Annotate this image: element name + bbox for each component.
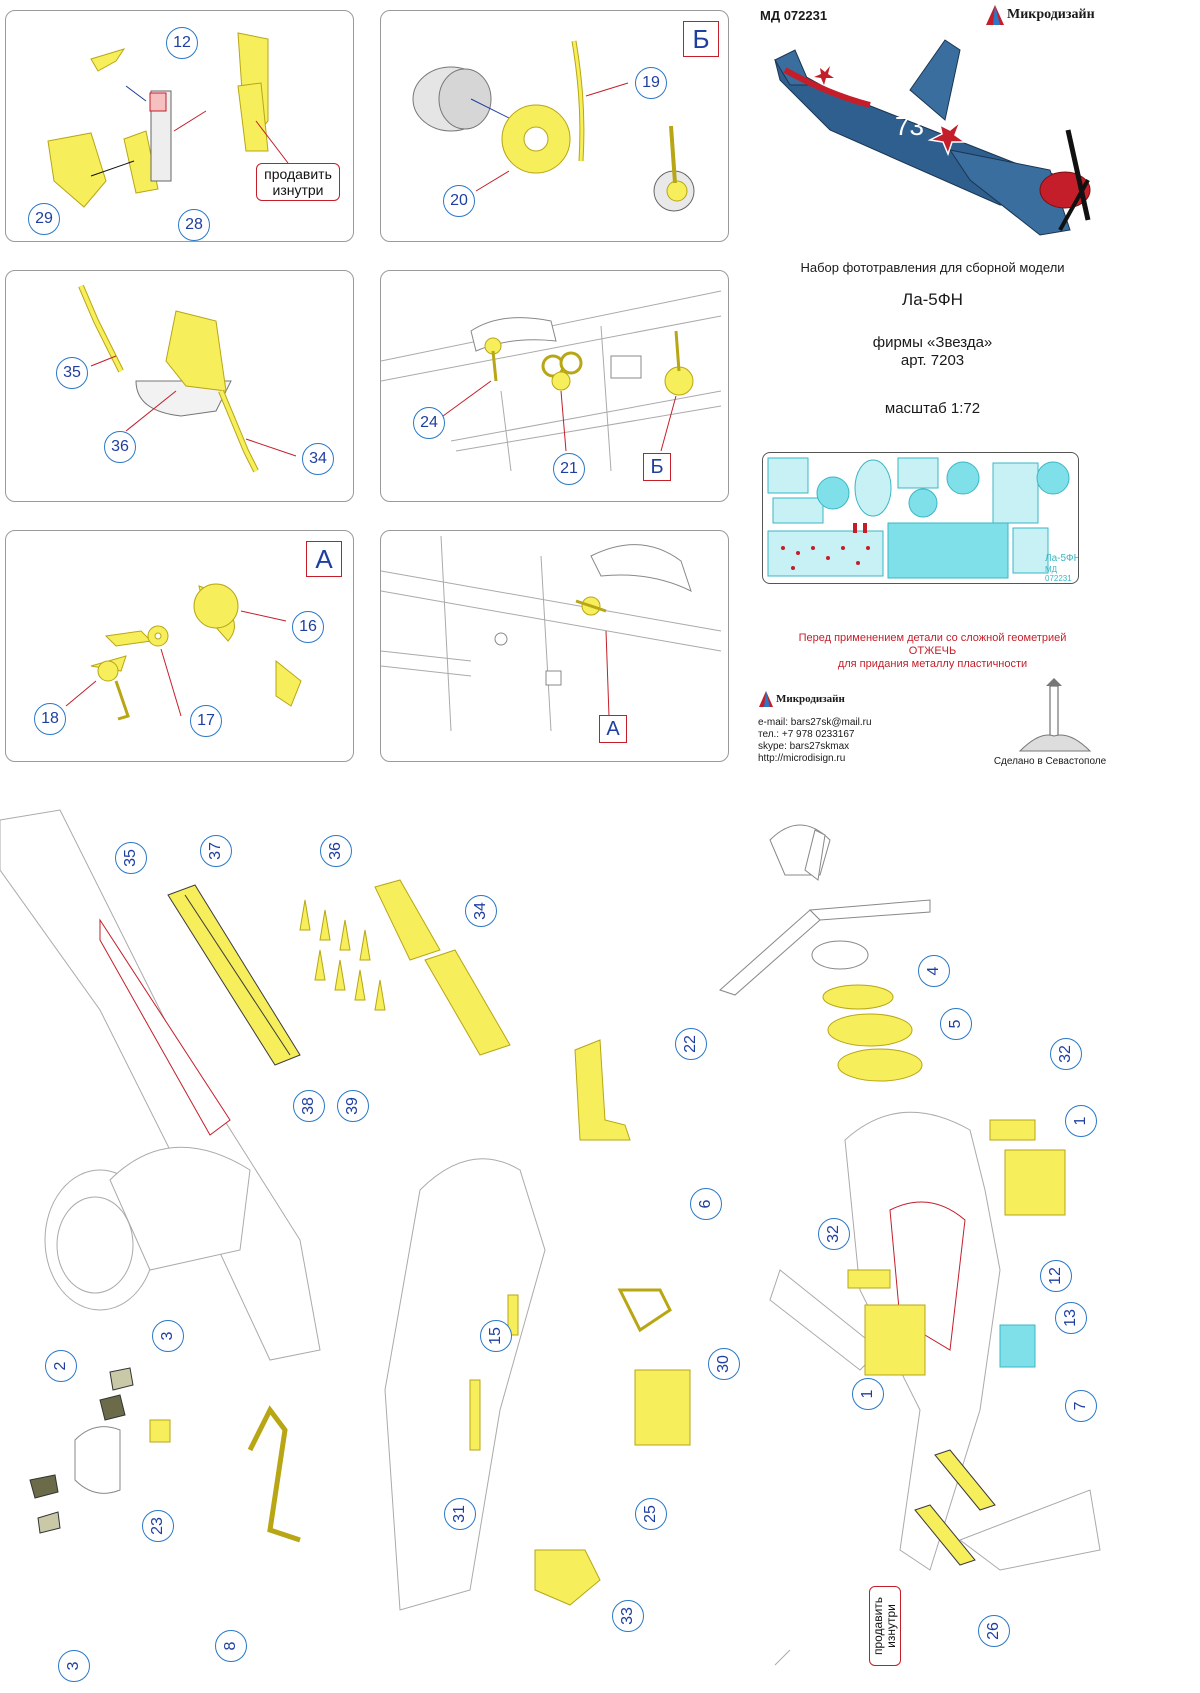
product-code: МД 072231 (760, 8, 828, 23)
contacts-brand: Микродизайн (758, 690, 878, 710)
callout-bottom-4: 4 (918, 955, 950, 987)
callout-bottom-32a: 32 (1050, 1038, 1082, 1070)
callout-34: 34 (302, 443, 334, 475)
callout-bottom-7: 7 (1065, 1390, 1097, 1422)
callout-bottom-26: 26 (978, 1615, 1010, 1647)
cockpit-side-drawing (381, 290, 722, 472)
annealing-warning-line2: ОТЖЕЧЬ (908, 645, 957, 657)
fret-label-model: Ла-5ФН (1045, 553, 1079, 564)
callout-bottom-8: 8 (215, 1630, 247, 1662)
callout-16: 16 (292, 611, 324, 643)
callout-21: 21 (553, 453, 585, 485)
made-in-sevastopol: Сделано в Севастополе (993, 756, 1107, 767)
panel-control-levers: А 16 18 17 (5, 530, 354, 762)
panel-cockpit-frame: А (380, 530, 729, 762)
photoetch-fret-preview: Ла-5ФН МД 072231 (762, 452, 1079, 584)
fret-label-code: МД 072231 (1045, 565, 1072, 583)
callout-bottom-25: 25 (635, 1498, 667, 1530)
callout-bottom-34: 34 (465, 895, 497, 927)
contact-email: e-mail: bars27sk@mail.ru (758, 717, 872, 728)
callout-bottom-39: 39 (337, 1090, 369, 1122)
callout-28: 28 (178, 209, 210, 241)
marker-letter-a: А (306, 541, 342, 577)
callout-bottom-37: 37 (200, 835, 232, 867)
contact-phone: тел.: +7 978 0233167 (758, 729, 855, 740)
callout-bottom-13: 13 (1055, 1302, 1087, 1334)
panel-instrument-gauge: Б 19 20 (380, 10, 729, 242)
kit-subtitle: Набор фототравления для сборной модели (800, 260, 1065, 275)
marker-letter-a-small: А (599, 715, 627, 743)
logo-triangle-icon (986, 5, 1004, 25)
callout-bottom-32b: 32 (818, 1218, 850, 1250)
contacts-brand-name: Микродизайн (776, 693, 845, 705)
panel-cockpit-side: 24 21 Б (380, 270, 729, 502)
callout-18: 18 (34, 703, 66, 735)
callout-bottom-1b: 1 (852, 1378, 884, 1410)
callout-20: 20 (443, 185, 475, 217)
callout-17: 17 (190, 705, 222, 737)
callout-bottom-30: 30 (708, 1348, 740, 1380)
brand-name: Микродизайн (1007, 7, 1095, 22)
assembly-diagram: 35 37 36 34 38 39 3 2 23 3 8 22 6 15 30 … (0, 790, 1200, 1693)
callout-bottom-33: 33 (612, 1600, 644, 1632)
kit-article: арт. 7203 (900, 352, 965, 369)
brand-logo: Микродизайн (985, 4, 1105, 26)
panel-seat-belts: 35 36 34 (5, 270, 354, 502)
marker-letter-b: Б (683, 21, 719, 57)
callout-bottom-3a: 3 (152, 1320, 184, 1352)
contact-skype: skype: bars27skmax (758, 741, 850, 752)
callout-bottom-3b: 3 (58, 1650, 90, 1682)
callout-bottom-12: 12 (1040, 1260, 1072, 1292)
callout-bottom-38: 38 (293, 1090, 325, 1122)
callout-12: 12 (166, 27, 198, 59)
press-from-inside-note: продавить изнутри (256, 163, 340, 201)
kit-maker: фирмы «Звезда» (872, 334, 993, 351)
callout-bottom-1a: 1 (1065, 1105, 1097, 1137)
callout-35: 35 (56, 357, 88, 389)
press-from-inside-note-bottom: продавить изнутри (869, 1586, 901, 1666)
la5fn-aircraft-illustration: 73 (774, 39, 1091, 236)
kit-model-name: Ла-5ФН (902, 290, 963, 309)
callout-bottom-23: 23 (142, 1510, 174, 1542)
callout-bottom-5: 5 (940, 1008, 972, 1040)
assembly-drawing (0, 809, 1101, 1666)
panel-seat-armor: 12 29 28 продавить изнутри (5, 10, 354, 242)
callout-bottom-2: 2 (45, 1350, 77, 1382)
gauge-drawing (412, 40, 695, 212)
callout-bottom-31: 31 (444, 1498, 476, 1530)
callout-29: 29 (28, 203, 60, 235)
callout-bottom-15: 15 (480, 1320, 512, 1352)
cockpit-frame-drawing (381, 535, 722, 732)
callout-bottom-35: 35 (115, 842, 147, 874)
levers-drawing (65, 583, 302, 721)
callout-bottom-22: 22 (675, 1028, 707, 1060)
callout-bottom-36: 36 (320, 835, 352, 867)
seat-belts-drawing (78, 284, 297, 473)
callout-24: 24 (413, 407, 445, 439)
contacts-logo-icon (759, 691, 773, 707)
kit-scale: масштаб 1:72 (884, 400, 981, 417)
seat-armor-drawing (47, 32, 289, 208)
sevastopol-monument-icon (1018, 678, 1092, 752)
callout-36: 36 (104, 431, 136, 463)
fret-parts-drawing (767, 457, 1070, 579)
annealing-warning-line1: Перед применением детали со сложной геом… (798, 632, 1067, 644)
callout-bottom-6: 6 (690, 1188, 722, 1220)
aircraft-tail-number: 73 (895, 111, 924, 141)
annealing-warning-line3: для придания металлу пластичности (837, 658, 1028, 670)
contact-website[interactable]: http://microdisign.ru (758, 753, 846, 764)
callout-19: 19 (635, 67, 667, 99)
marker-letter-b-small: Б (643, 453, 671, 481)
